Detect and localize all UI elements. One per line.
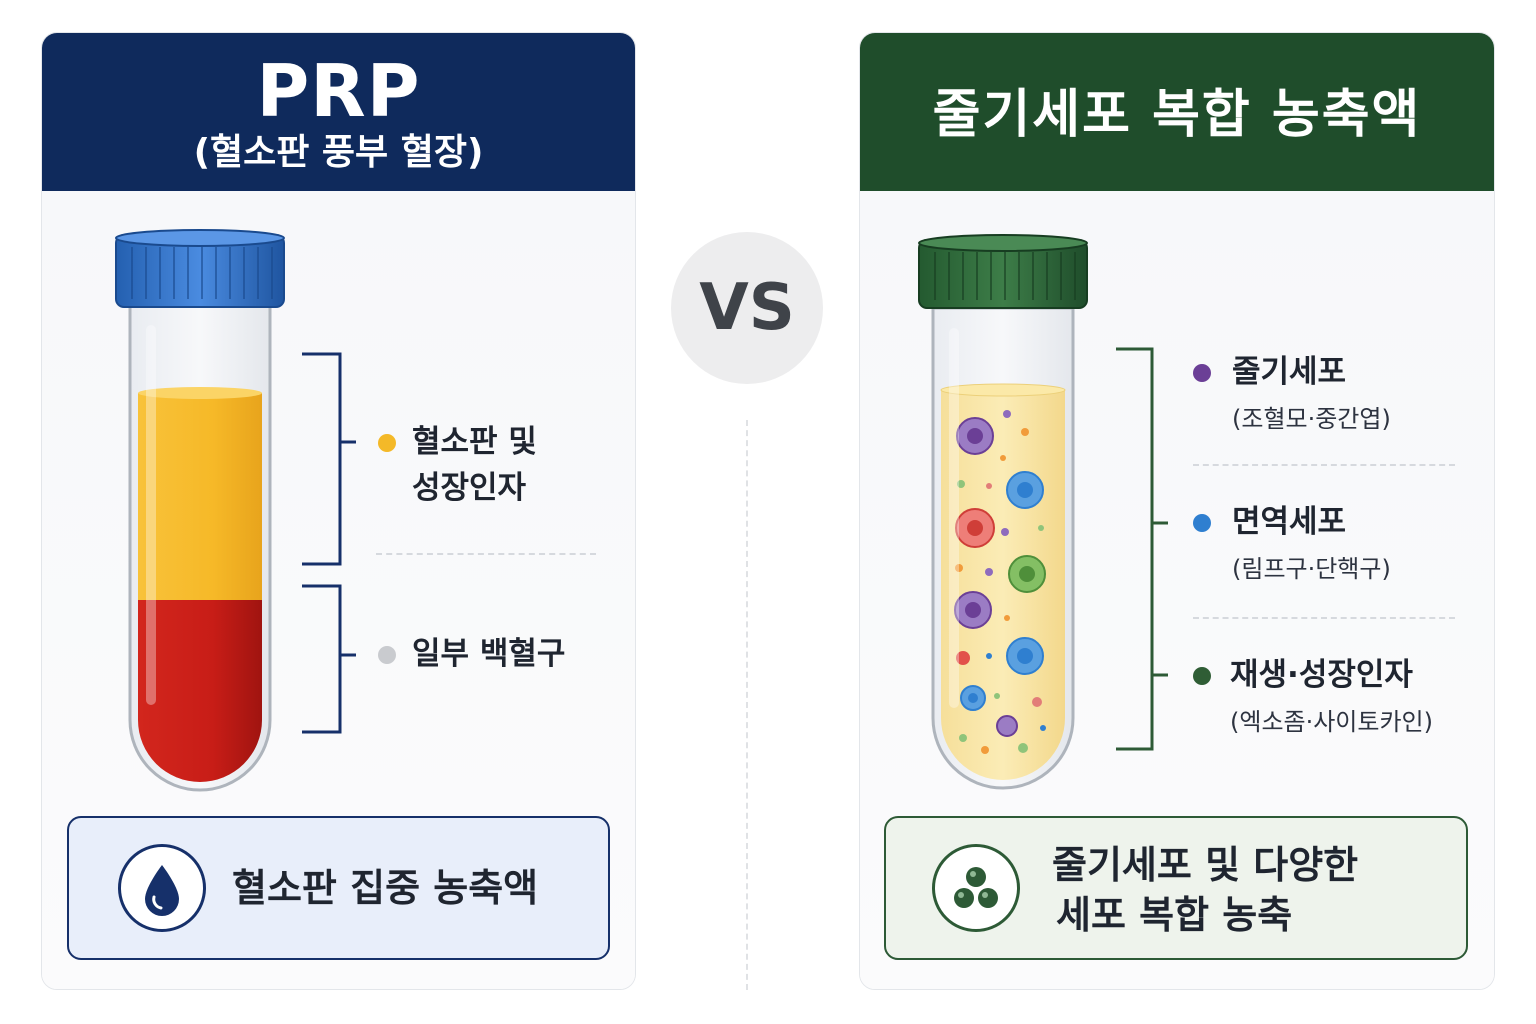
prp-summary-box: 혈소판 집중 농축액 bbox=[67, 816, 610, 960]
stemcell-divider-2 bbox=[1193, 617, 1455, 619]
center-divider bbox=[746, 420, 748, 990]
cell-cluster-icon bbox=[932, 844, 1020, 932]
growthfactor-dot bbox=[1193, 667, 1211, 685]
prp-divider bbox=[376, 553, 596, 555]
stemcell-summary-box: 줄기세포 및 다양한 세포 복합 농축 bbox=[884, 816, 1468, 960]
label-stemcells: 줄기세포 bbox=[1232, 354, 1347, 390]
prp-brackets bbox=[302, 352, 356, 734]
label-growthfactors: 재생·성장인자 bbox=[1230, 657, 1413, 693]
prp-header: PRP (혈소판 풍부 혈장) bbox=[42, 33, 635, 191]
stemcell-divider-1 bbox=[1193, 464, 1455, 466]
sublabel-immunecells: (림프구·단핵구) bbox=[1232, 555, 1391, 583]
sublabel-stemcells: (조혈모·중간엽) bbox=[1232, 405, 1391, 433]
label-platelets-line2: 성장인자 bbox=[412, 470, 527, 506]
prp-title: PRP bbox=[256, 49, 421, 133]
prp-test-tube bbox=[115, 229, 285, 792]
blood-drop-icon bbox=[118, 844, 206, 932]
stemcell-dot bbox=[1193, 364, 1211, 382]
vs-text: VS bbox=[699, 271, 795, 345]
leukocyte-dot bbox=[378, 646, 396, 664]
label-platelets-line1: 혈소판 및 bbox=[412, 424, 537, 460]
stemcell-summary-line1: 줄기세포 및 다양한 bbox=[1052, 843, 1359, 887]
prp-subtitle: (혈소판 풍부 혈장) bbox=[193, 132, 484, 173]
sublabel-growthfactors: (엑소좀·사이토카인) bbox=[1230, 708, 1433, 736]
stemcell-summary-line2: 세포 복합 농축 bbox=[1056, 893, 1293, 937]
immunecell-dot bbox=[1193, 514, 1211, 532]
plasma-layer bbox=[138, 393, 262, 600]
particles bbox=[955, 410, 1046, 754]
prp-summary-text: 혈소판 집중 농축액 bbox=[232, 866, 539, 910]
stemcell-test-tube bbox=[918, 234, 1088, 790]
stemcell-header: 줄기세포 복합 농축액 bbox=[860, 33, 1494, 191]
stemcell-bracket bbox=[1116, 347, 1168, 751]
platelet-dot bbox=[378, 434, 396, 452]
label-immunecells: 면역세포 bbox=[1232, 504, 1347, 540]
vs-badge: VS bbox=[671, 232, 823, 384]
cells bbox=[954, 417, 1046, 737]
bracket-leukocytes bbox=[302, 584, 356, 734]
blood-layer bbox=[138, 600, 262, 782]
stemcell-title: 줄기세포 복합 농축액 bbox=[932, 85, 1422, 145]
label-leukocytes: 일부 백혈구 bbox=[412, 636, 566, 672]
bracket-platelets bbox=[302, 352, 356, 566]
